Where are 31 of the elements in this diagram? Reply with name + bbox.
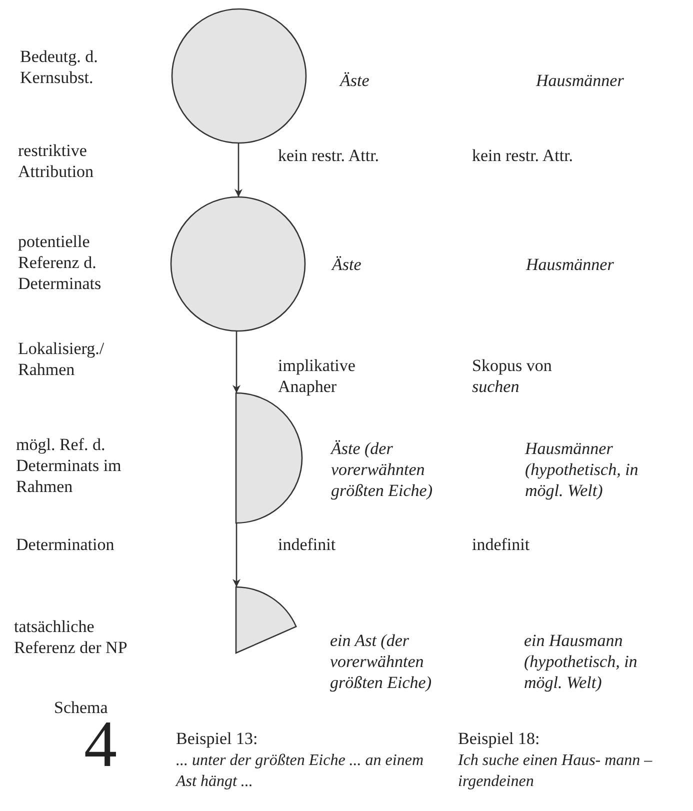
table-cell-text: implikative Anapher bbox=[278, 355, 356, 397]
table-cell-text: Skopus von suchen bbox=[472, 355, 553, 397]
row-heading: Determination bbox=[16, 534, 114, 555]
row-heading: Lokalisierg./ Rahmen bbox=[18, 338, 106, 380]
row-heading: tatsächliche Referenz der NP bbox=[14, 616, 128, 658]
example-sentence: ... unter der größten Eiche ... an einem Ast hängt ... bbox=[176, 751, 424, 792]
row-heading: potentielle Referenz d. Determinats bbox=[18, 231, 102, 294]
table-cell-text: ein Hausmann (hypothetisch, in mögl. Welt) bbox=[524, 630, 638, 693]
example-sentence: Ich suche einen Haus- mann – irgendeinen bbox=[458, 751, 654, 792]
table-cell: kein restr. Attr. bbox=[278, 145, 380, 166]
table-cell-text: Hausmänner (hypothetisch, in mögl. Welt) bbox=[525, 438, 640, 501]
row-heading: Bedeutg. d. Kernsubst. bbox=[20, 46, 99, 88]
table-cell: indefinit bbox=[472, 534, 530, 555]
row-heading: restriktive Attribution bbox=[18, 140, 95, 182]
arrow bbox=[232, 331, 240, 393]
circle-shape bbox=[171, 197, 305, 331]
example-heading: Beispiel 18: bbox=[458, 728, 540, 749]
sector-shape bbox=[236, 587, 298, 653]
table-cell-text: ein Ast (der vorerwähnten größten Eiche) bbox=[330, 630, 432, 693]
table-cell: Hausmänner bbox=[536, 70, 624, 91]
row-heading: mögl. Ref. d. Determinats im Rahmen bbox=[16, 434, 122, 497]
table-cell: indefinit bbox=[278, 534, 336, 555]
example-heading: Beispiel 13: bbox=[176, 728, 258, 749]
table-cell: Äste bbox=[340, 70, 370, 91]
table-cell: Äste bbox=[332, 254, 362, 275]
table-cell-text: Äste (der vorerwähnten größten Eiche) bbox=[331, 438, 434, 501]
table-cell: kein restr. Attr. bbox=[472, 145, 574, 166]
circle-shape bbox=[172, 9, 306, 143]
arrow bbox=[234, 143, 242, 197]
arrow bbox=[232, 523, 240, 587]
table-cell: Hausmänner bbox=[526, 254, 614, 275]
